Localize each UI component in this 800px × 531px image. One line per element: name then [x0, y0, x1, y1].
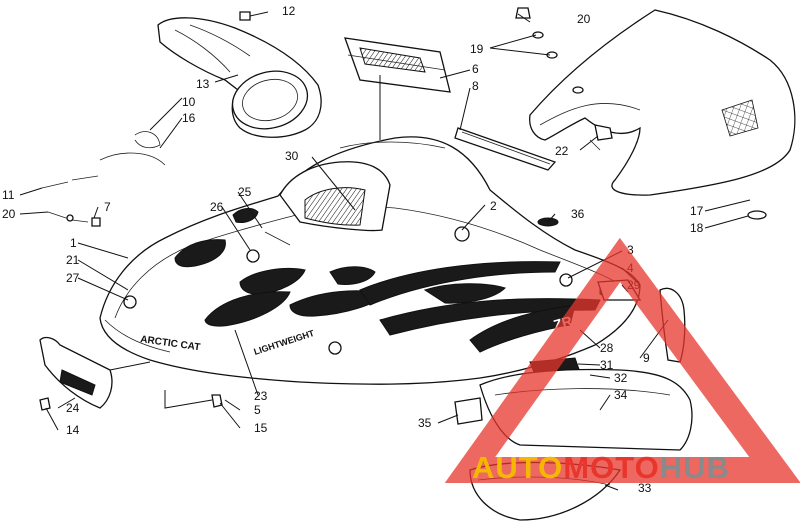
watermark: AUTOMOTOHUB — [444, 237, 800, 485]
callout-labels: 12 13 10 16 11 20 7 1 21 27 30 25 26 6 8… — [2, 4, 704, 495]
callout-9: 9 — [643, 351, 650, 365]
callout-2: 2 — [490, 199, 497, 213]
air-intake-duct — [157, 17, 322, 138]
callout-28: 28 — [600, 341, 614, 355]
callout-11: 11 — [2, 188, 15, 202]
callout-23: 23 — [254, 389, 268, 403]
windshield — [529, 9, 796, 220]
callout-12: 12 — [282, 4, 296, 18]
hardware — [41, 7, 613, 227]
callout-1: 1 — [70, 236, 77, 250]
callout-13: 13 — [196, 77, 210, 91]
hood: ARCTIC CAT LIGHTWEIGHT ZR — [99, 136, 641, 385]
callout-35: 35 — [418, 416, 432, 430]
callout-14: 14 — [66, 423, 80, 437]
watermark-part3: HUB — [660, 450, 730, 485]
callout-15: 15 — [254, 421, 268, 435]
watermark-triangle-icon — [444, 237, 800, 483]
callout-7: 7 — [104, 200, 111, 214]
callout-33: 33 — [638, 481, 652, 495]
left-bracket — [39, 336, 223, 411]
leader-lines — [19, 11, 751, 491]
callout-31: 31 — [600, 358, 614, 372]
watermark-part2: MOTO — [563, 450, 659, 485]
callout-22: 22 — [555, 144, 569, 158]
callout-26: 26 — [210, 200, 224, 214]
callout-6: 6 — [472, 62, 479, 76]
callout-3: 3 — [627, 243, 634, 257]
callout-8: 8 — [472, 79, 479, 93]
callout-17: 17 — [690, 204, 704, 218]
callout-21: 21 — [66, 253, 80, 267]
callout-34: 34 — [614, 388, 628, 402]
callout-32: 32 — [614, 371, 628, 385]
callout-25: 25 — [238, 185, 252, 199]
callout-27: 27 — [66, 271, 80, 285]
callout-10: 10 — [182, 95, 196, 109]
callout-20a: 20 — [2, 207, 16, 221]
callout-5: 5 — [254, 403, 261, 417]
callout-30: 30 — [285, 149, 299, 163]
watermark-part1: AUTO — [472, 450, 563, 485]
decal-panels — [344, 37, 557, 171]
callout-36: 36 — [571, 207, 585, 221]
callout-16: 16 — [182, 111, 196, 125]
callout-24: 24 — [66, 401, 80, 415]
svg-text:AUTOMOTOHUB: AUTOMOTOHUB — [472, 450, 730, 485]
callout-20b: 20 — [577, 12, 591, 26]
callout-18: 18 — [690, 221, 704, 235]
callout-19: 19 — [470, 42, 484, 56]
